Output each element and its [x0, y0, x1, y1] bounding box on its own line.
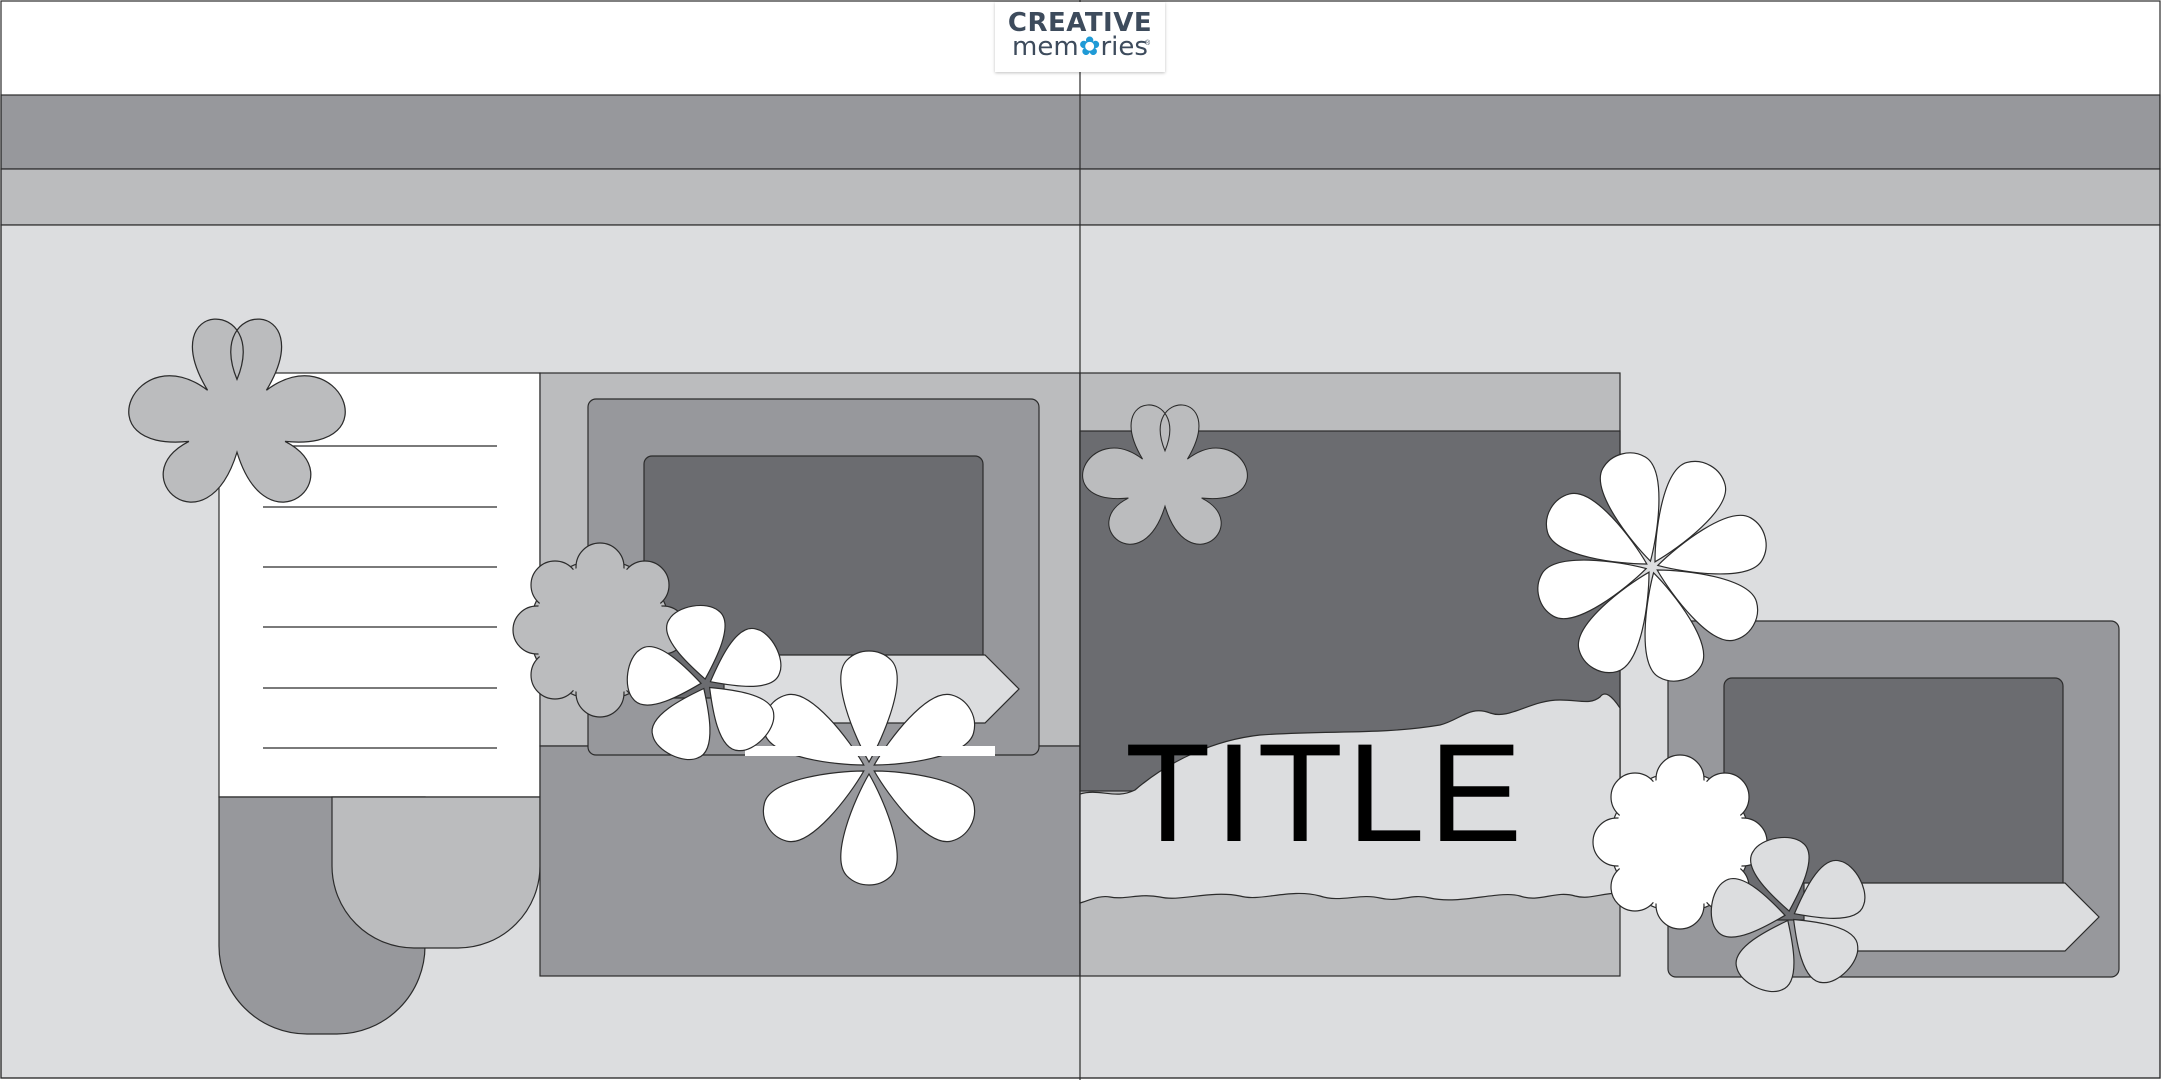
torn-title-strip [1079, 693, 1621, 904]
lower-block [539, 745, 1081, 977]
logo-mem: mem [1012, 32, 1079, 62]
logo-line-2: mem✿ries [995, 32, 1165, 62]
flower-mask [745, 746, 995, 756]
logo-line-1: CREATIVE [1007, 8, 1153, 38]
logo-trademark: ® [1145, 40, 1151, 47]
journaling-lines [263, 445, 497, 749]
layout-title: TITLE [1125, 714, 1527, 871]
creative-memories-logo: CREATIVE mem✿ries ® [995, 2, 1165, 72]
arch-block-light [331, 796, 541, 949]
logo-ries: ries [1100, 32, 1148, 62]
logo-flower-icon: ✿ [1078, 32, 1101, 62]
